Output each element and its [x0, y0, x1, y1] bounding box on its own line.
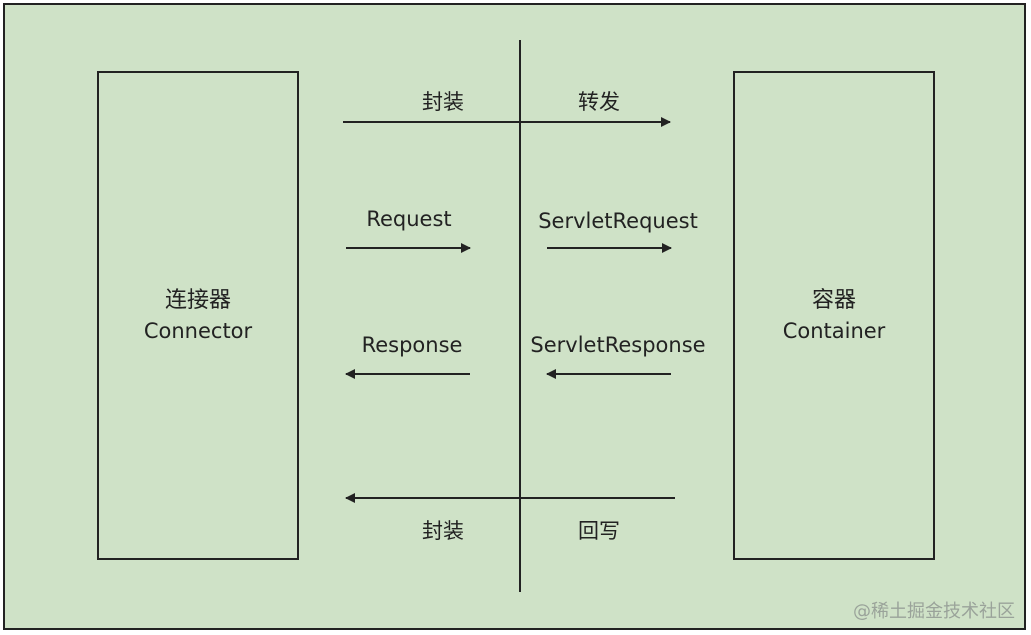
- container-title-en: Container: [782, 318, 886, 343]
- diagram-canvas: [3, 3, 1026, 630]
- label-servlet-response: ServletResponse: [530, 333, 706, 357]
- label-request: Request: [366, 207, 452, 231]
- watermark: @稀土掘金技术社区: [853, 601, 1015, 622]
- label-wrap-top: 封装: [422, 90, 464, 114]
- container-title-cn: 容器: [811, 287, 856, 313]
- connector-box: 连接器 Connector: [97, 71, 299, 560]
- label-servlet-request: ServletRequest: [538, 209, 698, 233]
- connector-title-en: Connector: [143, 318, 253, 343]
- connector-title-cn: 连接器: [164, 287, 231, 313]
- label-wrap-bottom: 封装: [422, 519, 464, 543]
- label-response: Response: [361, 333, 463, 357]
- label-write-back: 回写: [578, 519, 620, 543]
- label-forward: 转发: [578, 90, 620, 114]
- container-box: 容器 Container: [733, 71, 935, 560]
